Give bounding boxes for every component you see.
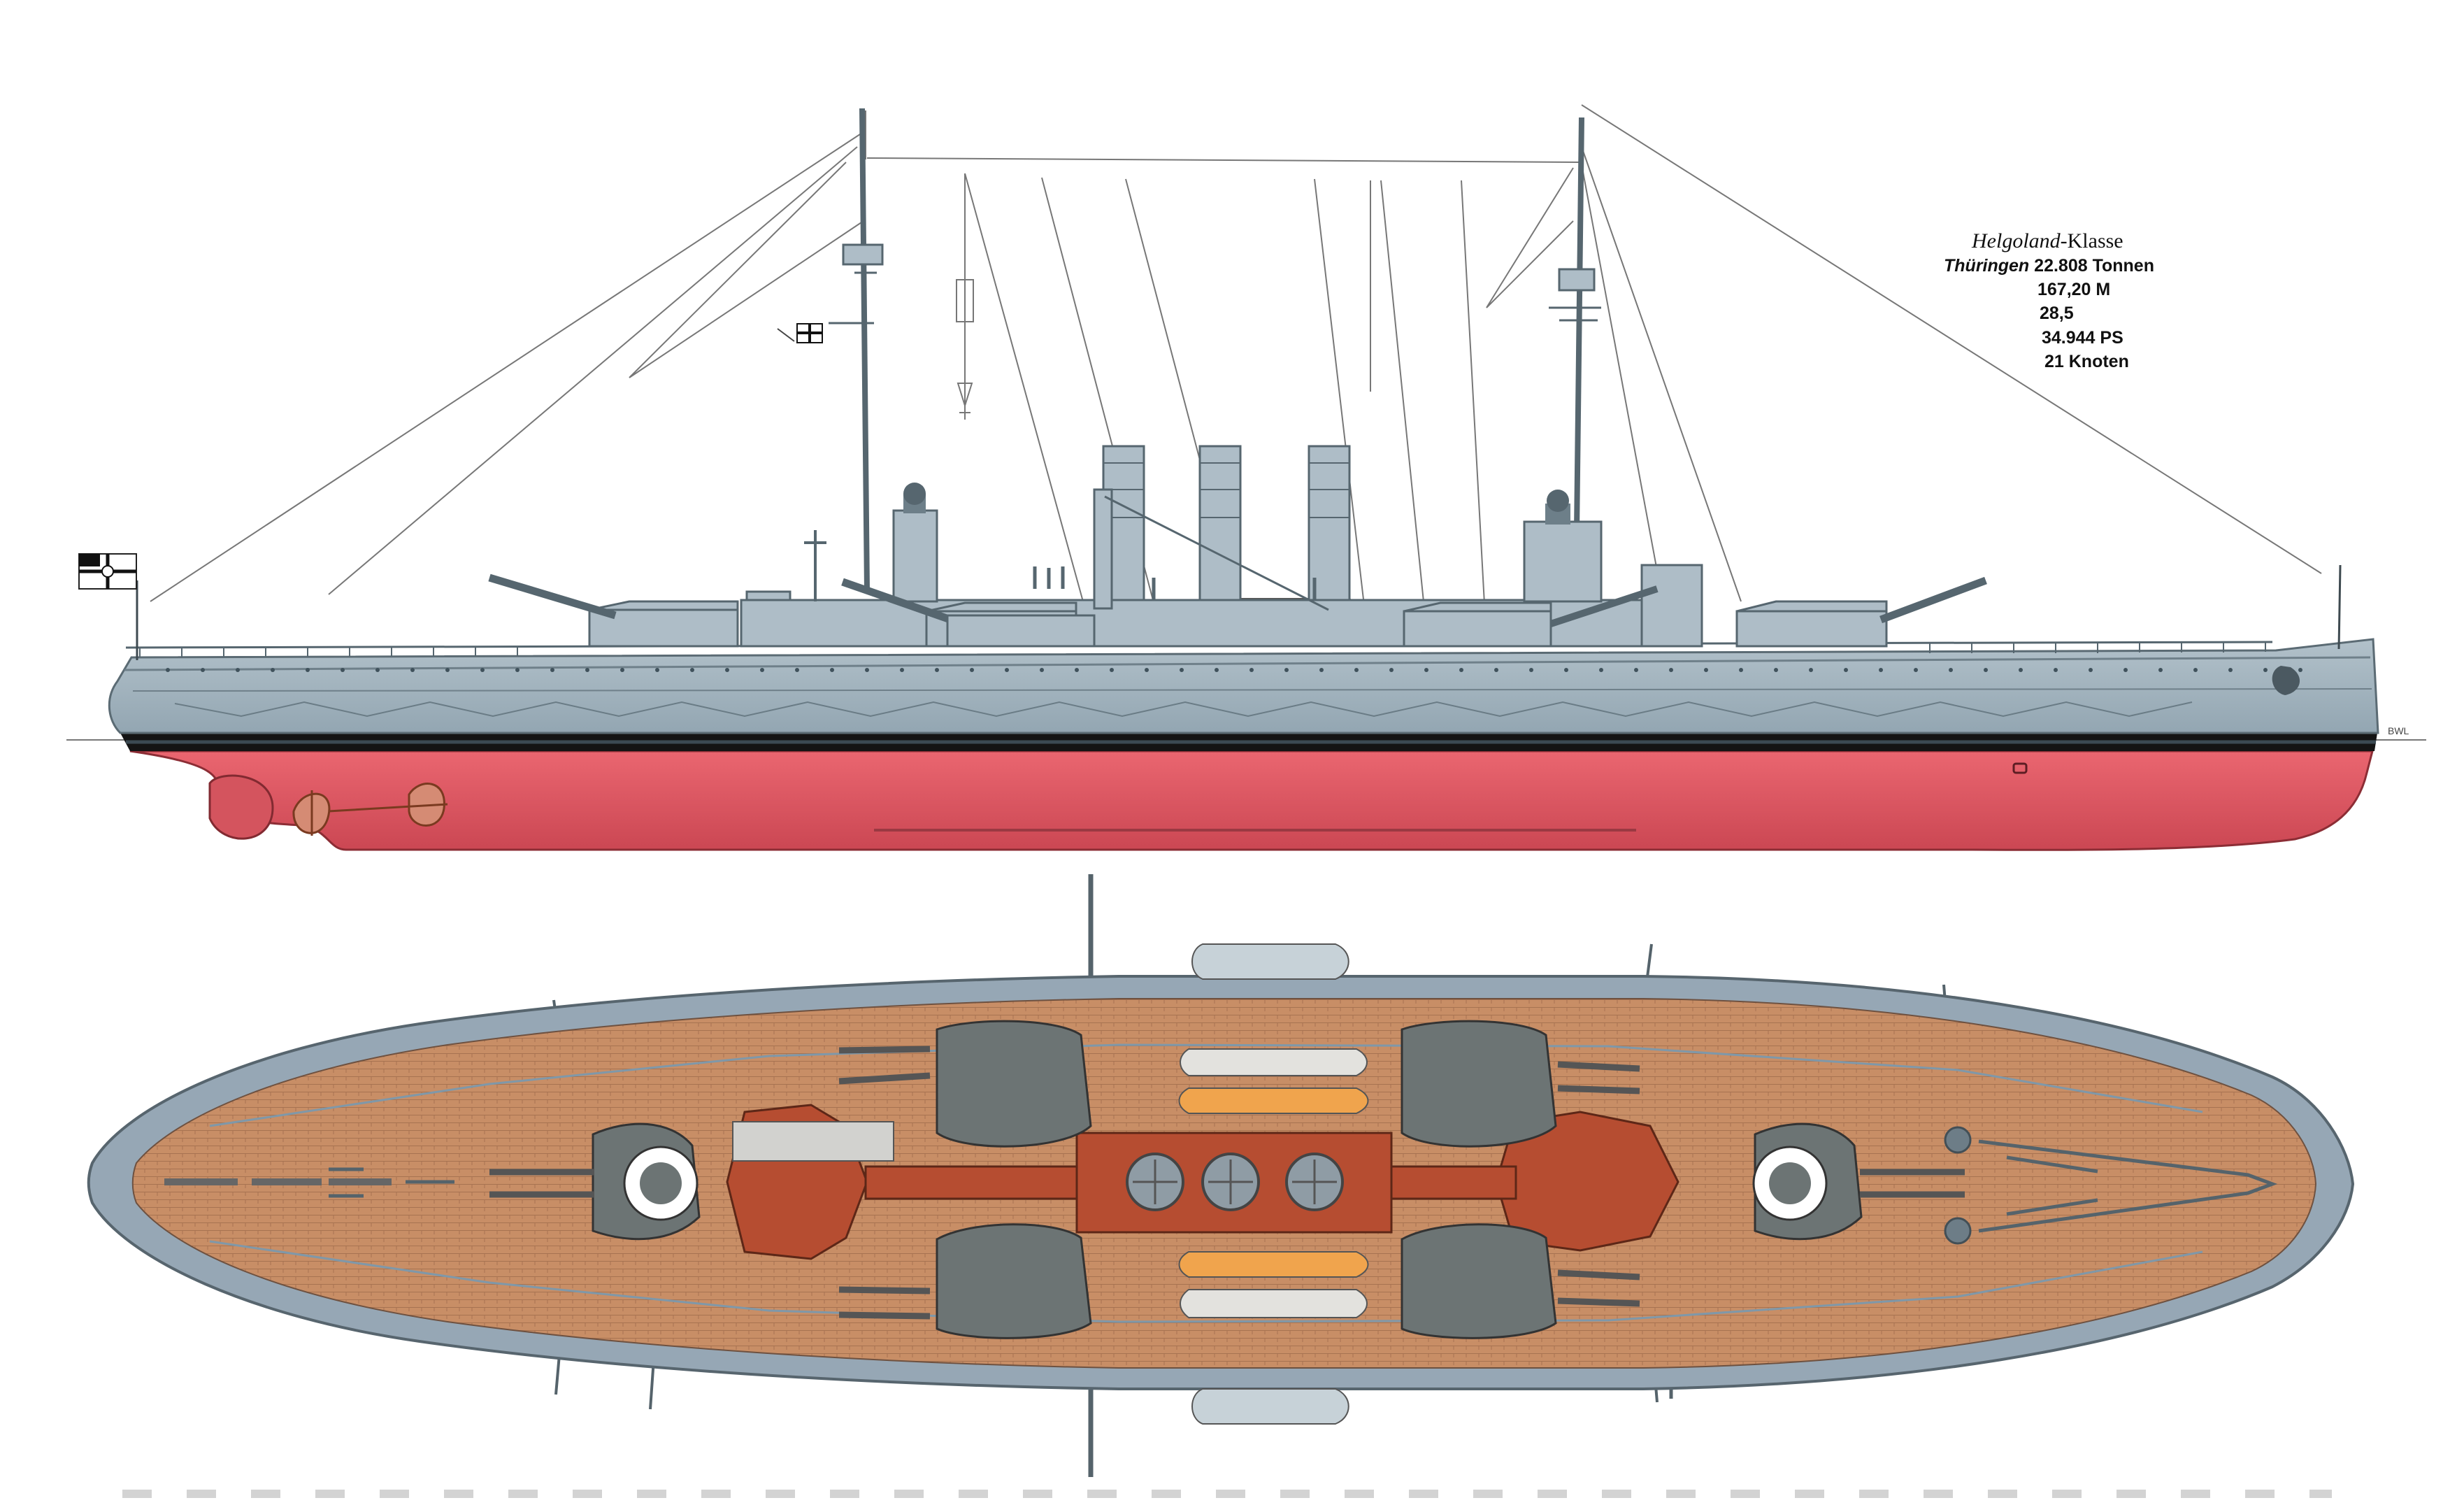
deck-edge-detail	[209, 1043, 2203, 1323]
rudder	[208, 774, 274, 840]
antifouling-hull	[129, 750, 2374, 851]
artist-signature: BWL	[2388, 725, 2409, 736]
torpedo-net-booms	[174, 701, 2193, 718]
aft-deckhouse	[1495, 1111, 1679, 1252]
wing-turret-fore-port	[838, 1020, 1092, 1148]
boat-crane	[1093, 488, 1329, 611]
mainmast	[1573, 117, 1584, 592]
turret-aft-b	[1735, 576, 1987, 648]
scale-strip	[122, 1490, 2332, 1498]
ship-name-row: Thüringen 22.808 Tonnen	[1944, 256, 2154, 276]
portholes	[166, 668, 2302, 672]
funnel-3	[1308, 445, 1351, 601]
foremast	[859, 108, 870, 592]
casemate-line	[132, 688, 2372, 692]
aft-turret	[1752, 1122, 1965, 1241]
class-suffix: -Klasse	[2060, 229, 2123, 252]
aft-control-house	[1640, 564, 1703, 648]
length-value: 167,20 M	[2037, 280, 2111, 299]
wing-turret-fore-starboard	[838, 1223, 1092, 1339]
railing-stanchions	[139, 642, 2266, 657]
boat-4	[1180, 1289, 1368, 1318]
turret-aft-a	[1403, 601, 1552, 648]
ship-name: Thüringen	[1944, 256, 2030, 276]
beam-value: 28,5	[2040, 304, 2074, 323]
boat-1	[1180, 1048, 1368, 1076]
speed-value: 21 Knoten	[2044, 352, 2129, 371]
turret-fore-a	[488, 573, 739, 648]
power-value: 34.944 PS	[2042, 328, 2123, 348]
wing-turrets	[838, 1020, 1640, 1339]
plan-view	[87, 874, 2355, 1477]
swung-out-boat-bottom	[1191, 1388, 1349, 1425]
stern-anchor	[2272, 666, 2300, 695]
stern-capstan	[1944, 1126, 1972, 1154]
centreline-turrets	[489, 1122, 1965, 1241]
forward-conning-tower	[892, 509, 938, 603]
hull-port	[2012, 762, 2028, 774]
wing-turret-aft-starboard	[1401, 1223, 1640, 1339]
boat-3	[1178, 1251, 1369, 1278]
spec-title: Helgoland-Klasse	[1972, 229, 2123, 253]
swung-out-boat-top	[1191, 943, 1349, 980]
forward-bridge-house	[745, 590, 792, 601]
plan-boats	[1178, 943, 1369, 1425]
funnels	[1033, 445, 1575, 611]
propeller-mid	[328, 783, 448, 827]
propeller-aft	[292, 790, 331, 836]
aft-conning-tower	[1523, 520, 1603, 603]
displacement-value: 22.808 Tonnen	[2034, 256, 2154, 276]
side-turrets	[488, 573, 1987, 648]
stern-anchor-gear	[1978, 1139, 2278, 1233]
jack-staff	[2337, 564, 2342, 650]
mainmast-top	[1558, 268, 1596, 292]
sheer-line	[124, 656, 2371, 671]
foremast-searchlight-top	[842, 243, 884, 266]
forward-bridge	[732, 1121, 894, 1162]
wing-turret-aft-port	[1401, 1020, 1640, 1148]
class-name: Helgoland	[1972, 229, 2061, 252]
turret-wing-port	[946, 614, 1096, 648]
upper-hull	[108, 638, 2379, 734]
boat-2	[1178, 1087, 1369, 1114]
fore-turret	[489, 1122, 701, 1241]
funnel-2	[1198, 445, 1242, 601]
turret-wing-starboard	[1549, 585, 1659, 627]
ventilators	[1033, 566, 1575, 600]
side-elevation: BWL	[66, 104, 2426, 851]
